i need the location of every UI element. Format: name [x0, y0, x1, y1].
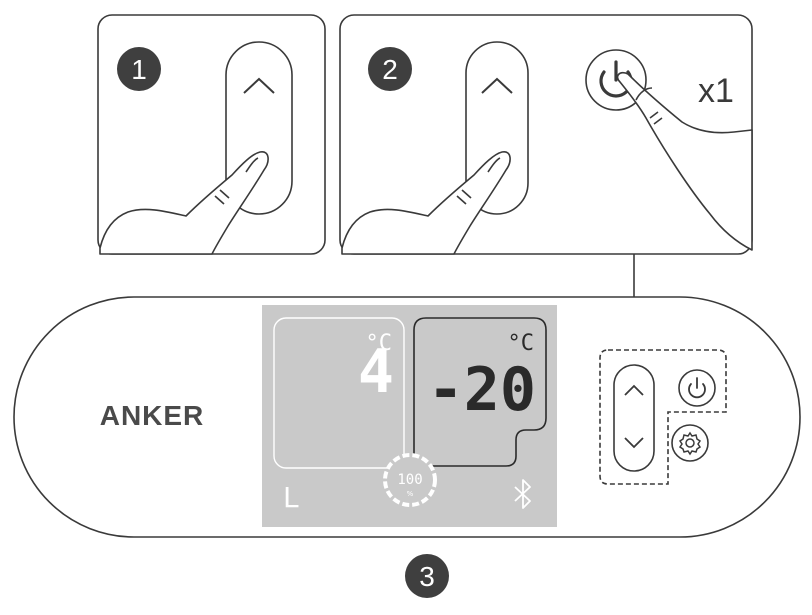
gear-icon — [678, 431, 702, 456]
power-icon — [688, 377, 706, 399]
battery-percent-unit: % — [407, 490, 414, 498]
step-1-panel: 1 — [97, 14, 326, 255]
hand-pressing-power-icon — [616, 71, 753, 251]
chevron-up-icon — [243, 77, 275, 94]
hand-pressing-icon — [99, 151, 269, 255]
fridge-control-panel: ANKER °C 4 L °C -20 100 % — [13, 296, 801, 538]
battery-percent: 100 — [397, 472, 422, 488]
battery-ring-icon — [383, 453, 437, 507]
left-zone-unit: °C — [366, 331, 393, 356]
brand-logo: ANKER — [100, 400, 205, 431]
step-2-badge — [368, 47, 412, 91]
chevron-up-icon — [481, 77, 513, 94]
hand-pressing-icon — [341, 151, 511, 255]
step-1-badge — [117, 47, 161, 91]
chevron-down-icon — [624, 437, 644, 449]
step-2-number: 2 — [382, 54, 398, 85]
device-settings-button — [671, 424, 709, 462]
highlight-box — [599, 349, 727, 485]
step-2-panel: 2 x1 — [339, 14, 753, 255]
step-3-number: 3 — [419, 561, 435, 592]
right-zone-temperature: -20 — [428, 355, 536, 425]
bluetooth-icon — [514, 479, 531, 509]
step-3-badge — [405, 554, 449, 598]
right-zone-unit: °C — [508, 331, 535, 356]
left-zone-frame — [273, 317, 405, 469]
chevron-up-icon — [624, 384, 644, 396]
press-count-label: x1 — [698, 72, 734, 110]
device-rocker-button — [613, 364, 655, 472]
left-zone-mode: L — [283, 481, 299, 514]
left-zone-temperature: 4 — [358, 337, 394, 407]
step-1-number: 1 — [131, 54, 147, 85]
